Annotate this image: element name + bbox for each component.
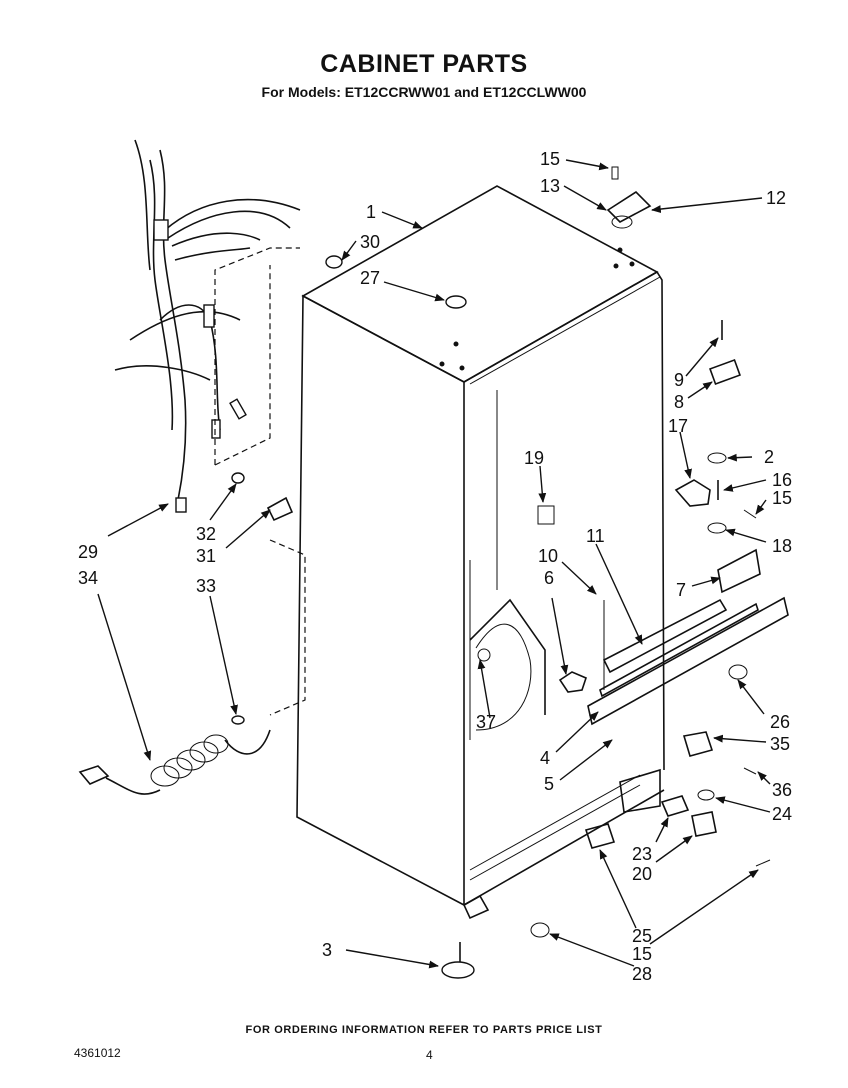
front-rails <box>537 505 789 775</box>
callout-32: 32 <box>196 524 216 544</box>
cabinet-body <box>296 185 665 907</box>
leader-lines <box>97 159 771 969</box>
callout-26: 26 <box>770 712 790 732</box>
callout-37: 37 <box>476 712 496 732</box>
leveling-leg <box>441 894 550 979</box>
callout-16: 16 <box>772 470 792 490</box>
callout-28: 28 <box>632 964 652 984</box>
bottom-hinge <box>584 768 771 867</box>
callout-5: 5 <box>544 774 554 794</box>
callout-4: 4 <box>540 748 550 768</box>
callout-13: 13 <box>540 176 560 196</box>
callout-31: 31 <box>196 546 216 566</box>
callout-19: 19 <box>524 448 544 468</box>
page-number: 4 <box>426 1048 433 1062</box>
callout-15-bottom: 15 <box>632 944 652 964</box>
callout-labels: 1 2 3 4 5 6 7 8 9 10 11 12 13 15 15 15 1… <box>78 149 792 984</box>
power-cord <box>78 715 271 795</box>
callout-6: 6 <box>544 568 554 588</box>
callout-36: 36 <box>772 780 792 800</box>
ordering-note: FOR ORDERING INFORMATION REFER TO PARTS … <box>245 1024 603 1036</box>
callout-1: 1 <box>366 202 376 222</box>
models-subtitle: For Models: ET12CCRWW01 and ET12CCLWW00 <box>261 84 587 100</box>
callout-2: 2 <box>764 447 774 467</box>
page-title: CABINET PARTS <box>320 50 528 78</box>
callout-3: 3 <box>322 940 332 960</box>
wiring-harness <box>114 139 301 513</box>
callout-15-top: 15 <box>540 149 560 169</box>
callout-12: 12 <box>766 188 786 208</box>
callout-34: 34 <box>78 568 98 588</box>
top-plugs <box>325 255 467 371</box>
callout-10: 10 <box>538 546 558 566</box>
callout-35: 35 <box>770 734 790 754</box>
callout-20: 20 <box>632 864 652 884</box>
document-number: 4361012 <box>74 1046 121 1060</box>
right-hinge-hardware <box>674 320 757 534</box>
callout-29: 29 <box>78 542 98 562</box>
callout-7: 7 <box>676 580 686 600</box>
screw-and-bracket <box>231 472 306 716</box>
callout-24: 24 <box>772 804 792 824</box>
callout-17: 17 <box>668 416 688 436</box>
callout-25: 25 <box>632 926 652 946</box>
callout-15-mid: 15 <box>772 488 792 508</box>
callout-23: 23 <box>632 844 652 864</box>
callout-30: 30 <box>360 232 380 252</box>
callout-8: 8 <box>674 392 684 412</box>
top-hinge <box>606 166 652 269</box>
callout-9: 9 <box>674 370 684 390</box>
callout-33: 33 <box>196 576 216 596</box>
callout-18: 18 <box>772 536 792 556</box>
callout-11: 11 <box>586 526 605 546</box>
callout-27: 27 <box>360 268 380 288</box>
